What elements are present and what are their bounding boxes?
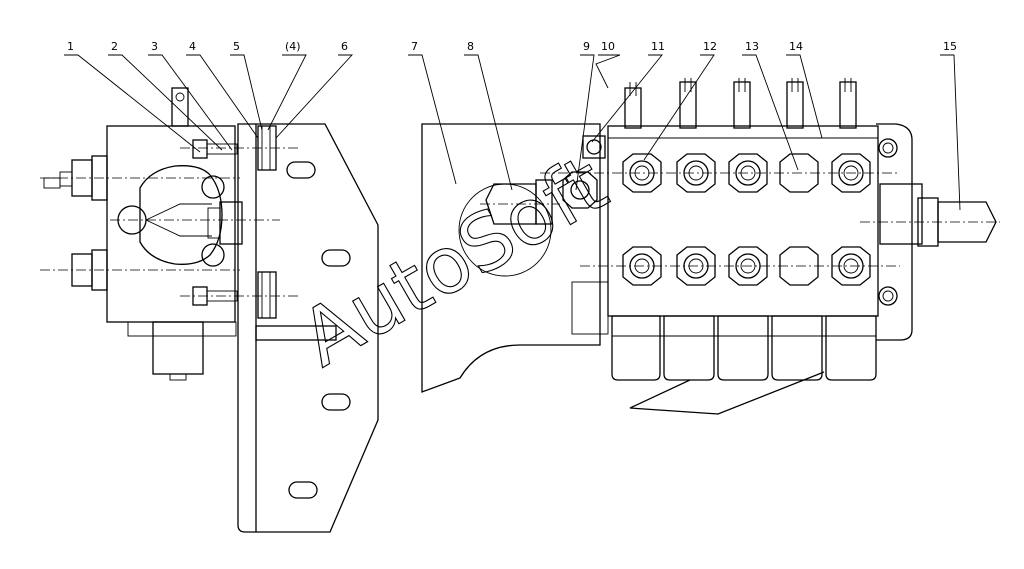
tappet-housings — [611, 315, 877, 381]
callout-7: 7 — [411, 40, 418, 53]
left-pump-body — [40, 87, 300, 381]
leader-lines — [64, 54, 961, 211]
callout-9: 9 — [583, 40, 590, 53]
callout-2: 2 — [111, 40, 118, 53]
injection-pump-assembly — [421, 78, 1000, 415]
callout-14: 14 — [789, 40, 803, 53]
callout-3: 3 — [151, 40, 158, 53]
callout-15: 15 — [943, 40, 957, 53]
callout-11: 11 — [651, 40, 665, 53]
callout-8: 8 — [467, 40, 474, 53]
mounting-bracket — [237, 123, 379, 533]
callout-5: 5 — [233, 40, 240, 53]
callout-4: 4 — [189, 40, 196, 53]
delivery-valve-holders — [624, 78, 857, 129]
callout-6: 6 — [341, 40, 348, 53]
callout-10: 10 — [601, 40, 615, 53]
callout-4b: (4) — [285, 40, 301, 53]
callout-13: 13 — [745, 40, 759, 53]
callout-labels: 1 2 3 4 5 (4) 6 7 8 9 10 11 12 13 14 15 — [67, 40, 957, 53]
callout-1: 1 — [67, 40, 74, 53]
callout-12: 12 — [703, 40, 717, 53]
